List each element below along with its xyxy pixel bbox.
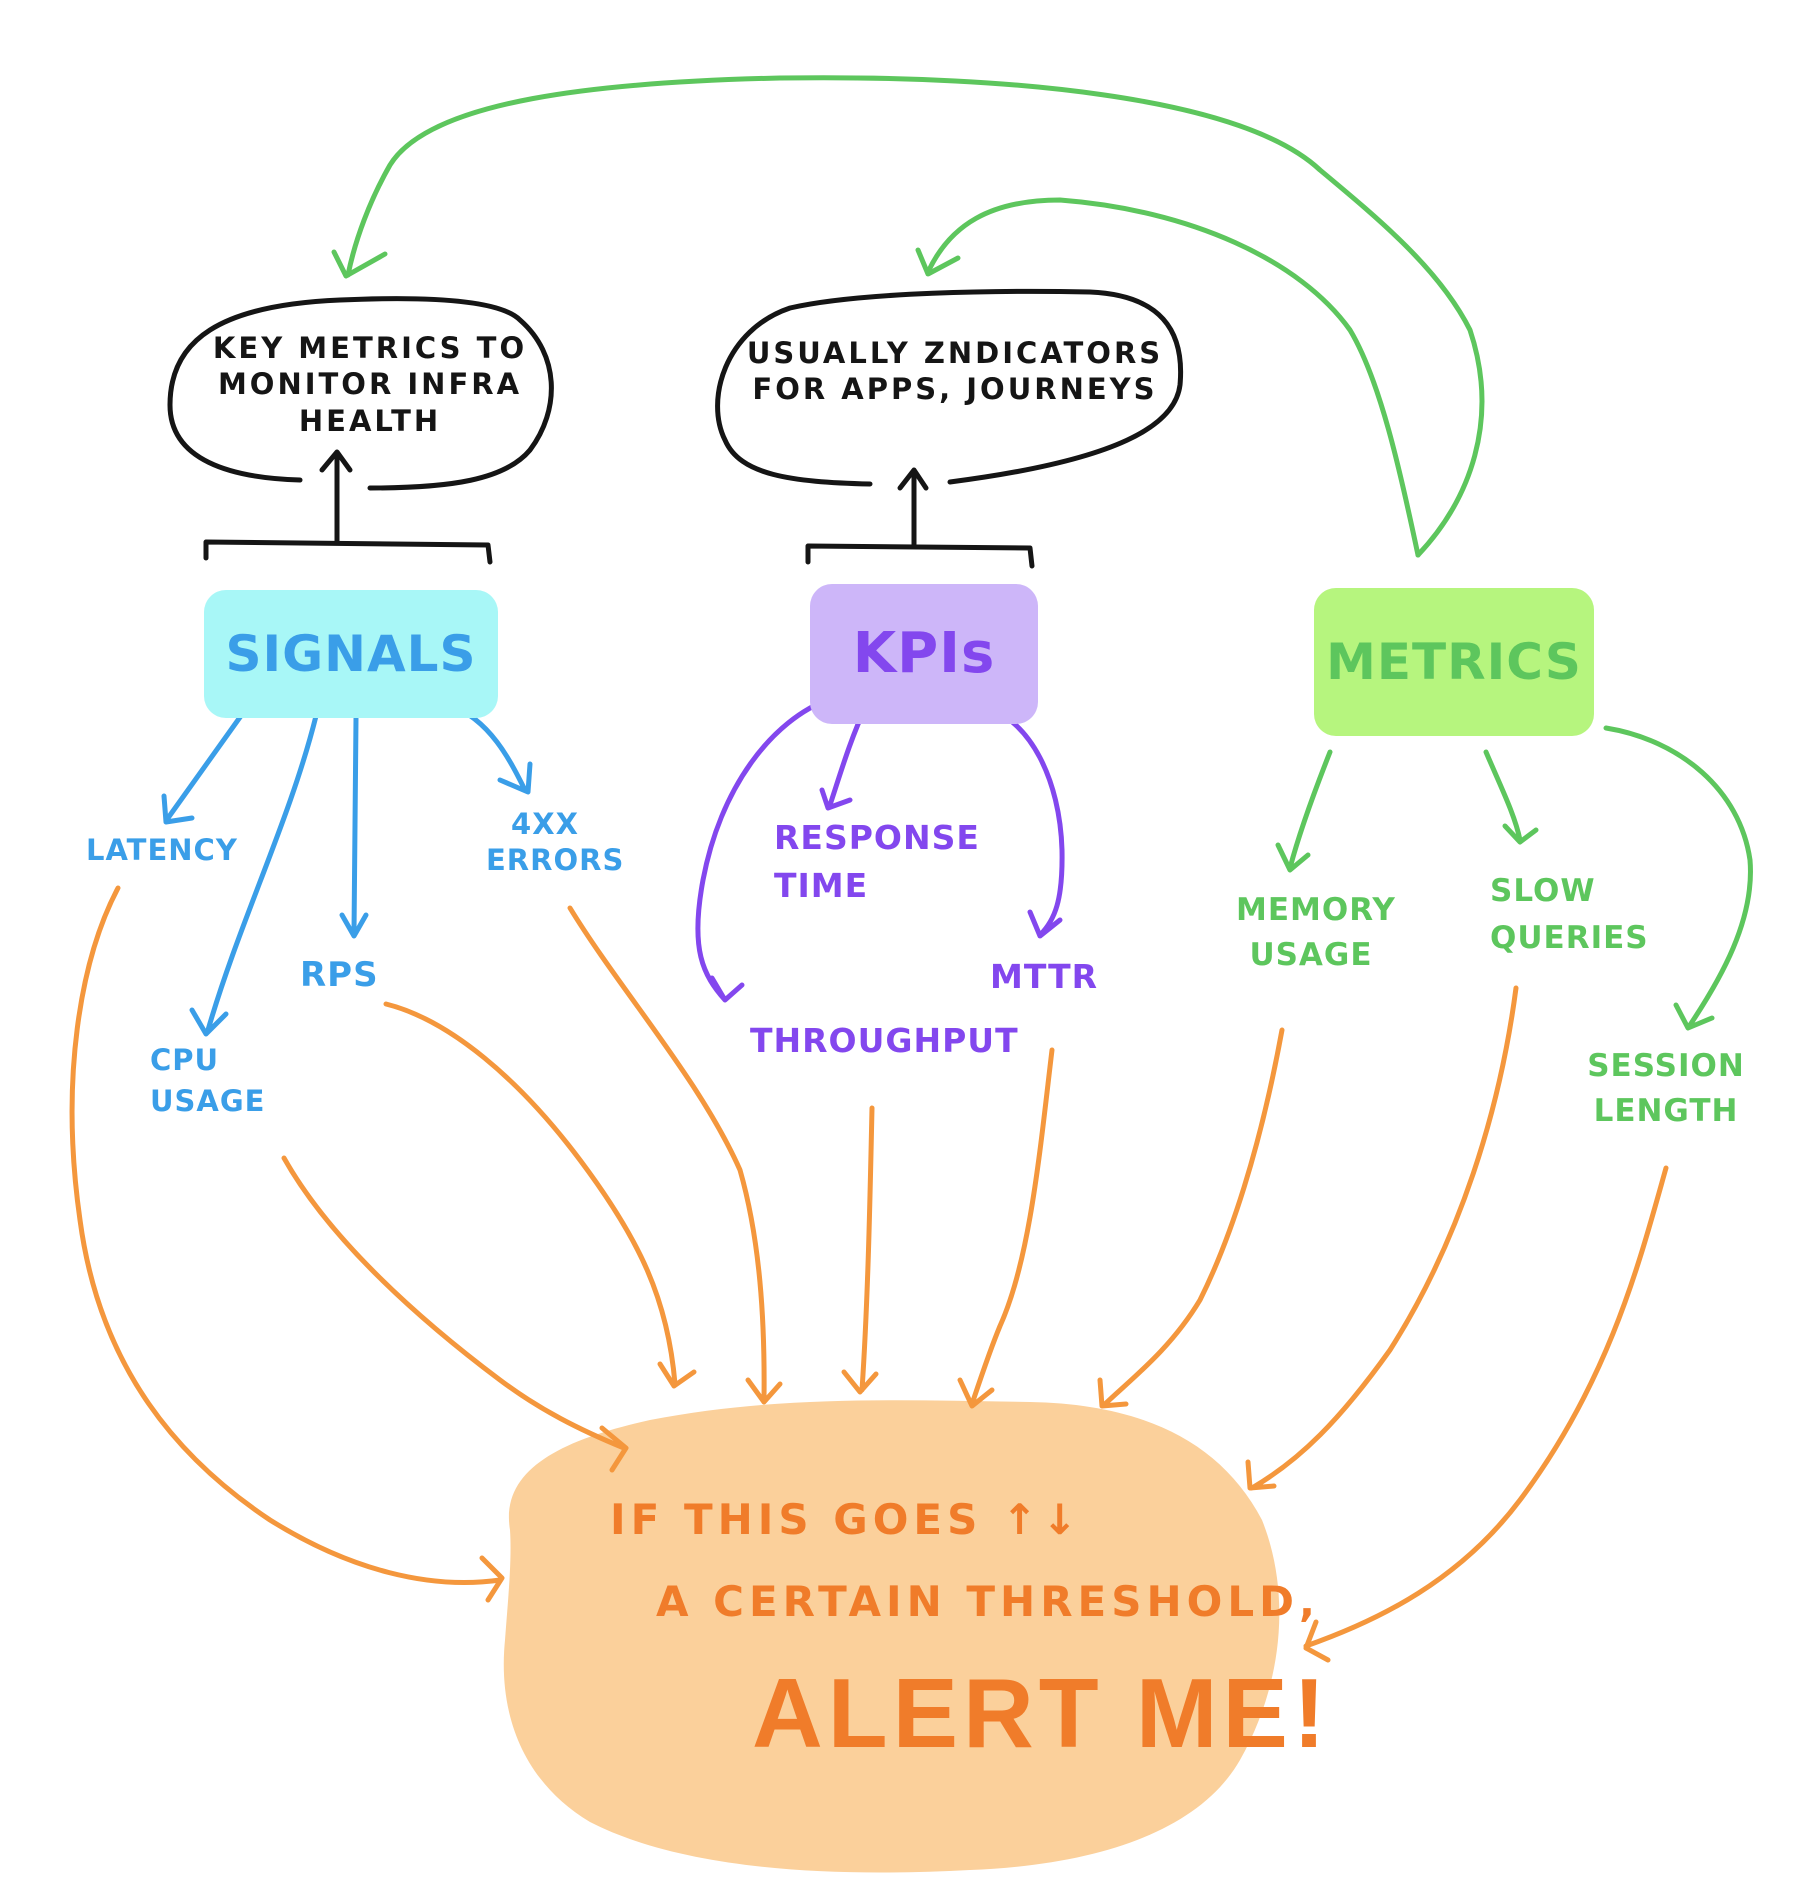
mttr-to-alert-arrow xyxy=(957,1047,1055,1409)
signal-cpu-usage-label: CPU USAGE xyxy=(150,1043,266,1118)
kpis-bracket xyxy=(805,543,1035,569)
kpis-to-throughput-arrow xyxy=(695,695,835,1003)
note-infra-outline xyxy=(167,296,554,491)
kpis-to-mttr-arrow xyxy=(983,705,1065,939)
kpis-hub-box: KPIs xyxy=(810,584,1038,724)
kpis-up-arrow xyxy=(897,467,929,548)
4xx-to-alert-arrow xyxy=(567,905,783,1405)
alert-blob xyxy=(503,1400,1280,1873)
throughput-to-alert-arrow xyxy=(841,1105,879,1395)
kpi-mttr-label: MTTR xyxy=(990,957,1099,996)
metrics-to-memory-arrow xyxy=(1275,749,1333,873)
signals-to-cpu-arrow xyxy=(189,713,319,1037)
alert-line-2: A CERTAIN THRESHOLD, xyxy=(656,1577,1320,1626)
metrics-hub-box: METRICS xyxy=(1314,588,1594,736)
slow-queries-to-alert-arrow xyxy=(1245,985,1519,1491)
signal-rps-label: RPS xyxy=(300,955,379,995)
latency-to-alert-arrow xyxy=(69,885,505,1603)
metrics-hub-label: METRICS xyxy=(1326,632,1582,691)
metric-slow-queries-label: SLOW QUERIES xyxy=(1490,873,1649,956)
kpis-hub-label: KPIs xyxy=(852,621,996,686)
note-infra-text: KEY METRICS TO MONITOR INFRA HEALTH xyxy=(212,331,528,438)
note-apps-text: USUALLY ZNDICATORS FOR APPS, JOURNEYS xyxy=(746,336,1164,407)
signals-to-4xx-arrow xyxy=(447,702,533,795)
metrics-to-infra-arrow xyxy=(345,75,1485,558)
signals-hub-label: SIGNALS xyxy=(225,624,477,683)
note-apps-outline xyxy=(715,288,1184,487)
signal-4xx-errors-label: 4XX ERRORS xyxy=(486,807,625,878)
kpi-throughput-label: THROUGHPUT xyxy=(750,1021,1019,1060)
rps-to-alert-arrow xyxy=(383,1001,697,1389)
signals-to-latency-arrow xyxy=(161,703,251,825)
metrics-to-slow-queries-arrow xyxy=(1483,749,1539,845)
metric-session-length-label: SESSION LENGTH xyxy=(1587,1048,1745,1129)
cpu-to-alert-arrow xyxy=(281,1155,629,1473)
signals-bracket xyxy=(203,539,493,565)
signal-latency-label: LATENCY xyxy=(86,833,238,867)
metric-memory-usage-label: MEMORY USAGE xyxy=(1236,892,1396,973)
metrics-to-apps-arrow xyxy=(925,197,1421,558)
alert-line-3: ALERT ME! xyxy=(752,1658,1331,1768)
metrics-to-apps-arrowhead xyxy=(915,247,961,277)
metrics-to-session-arrow xyxy=(1603,725,1753,1031)
signals-to-rps-arrow xyxy=(339,715,369,939)
kpi-response-time-label: RESPONSE TIME xyxy=(774,818,980,905)
session-to-alert-arrow xyxy=(1303,1165,1669,1663)
memory-to-alert-arrow xyxy=(1097,1027,1285,1409)
alert-line-1: IF THIS GOES ↑↓ xyxy=(610,1495,1083,1544)
signals-hub-box: SIGNALS xyxy=(204,590,498,718)
metrics-to-infra-arrowhead xyxy=(331,249,388,279)
signals-up-arrow xyxy=(319,449,353,545)
